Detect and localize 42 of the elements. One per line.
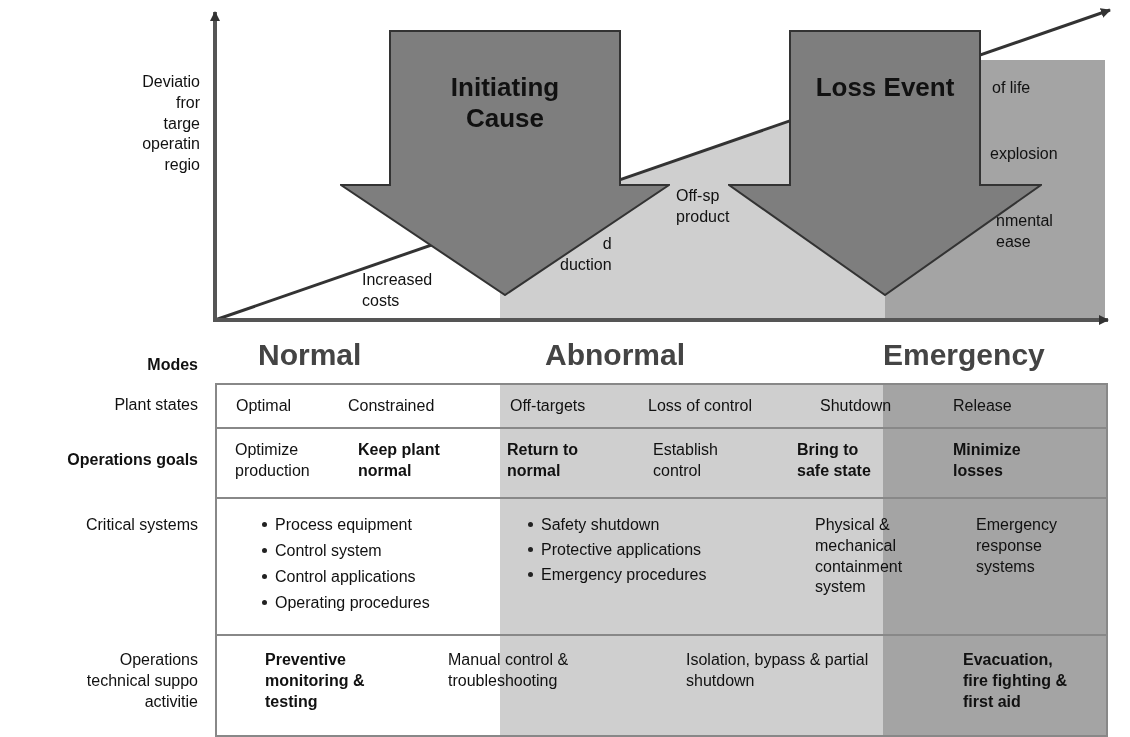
row-heading: Plant states (113, 395, 198, 415)
consequence-label: nmental ease (996, 211, 1053, 252)
row-heading: Critical systems (85, 515, 198, 535)
consequence-label: d duction (560, 234, 612, 275)
axis-label: Deviatio fror targe operatin regio (142, 72, 200, 176)
consequence-label: explosion (990, 144, 1058, 164)
arrow-label: Initiating Cause (449, 72, 561, 135)
table-cell-text: Off-targets (510, 396, 586, 416)
table-cell-text: Preventive monitoring & testing (265, 650, 366, 712)
table-cell-text: Keep plant normal (358, 440, 441, 481)
list-item: Control system (262, 541, 382, 562)
table-cell-text: Release (953, 396, 1012, 416)
consequence-label: Increased costs (362, 270, 433, 311)
table-cell-text: Emergency response systems (976, 515, 1058, 577)
list-item: Safety shutdown (528, 515, 660, 536)
table-cell-text: Manual control & troubleshooting (448, 650, 570, 691)
table-cell-text: Optimal (236, 396, 292, 416)
table-cell-text: Bring to safe state (797, 440, 872, 481)
list-item: Process equipment (262, 515, 412, 536)
consequence-label: Off-sp product (676, 186, 730, 227)
mode-label: Abnormal (545, 337, 685, 373)
table-cell-text: Establish control (653, 440, 719, 481)
list-item: Operating procedures (262, 593, 430, 614)
table-cell-text: Loss of control (648, 396, 753, 416)
table-cell-text: Evacuation, fire fighting & first aid (963, 650, 1068, 712)
table-cell-text: Isolation, bypass & partial shutdown (686, 650, 870, 691)
list-item: Protective applications (528, 540, 702, 561)
consequence-label: of life (992, 78, 1031, 98)
list-item: Control applications (262, 567, 416, 588)
row-heading: Modes (146, 355, 198, 375)
table-cell-text: Optimize production (235, 440, 311, 481)
table-cell-text: Physical & mechanical containment system (815, 515, 904, 598)
table-cell-text: Shutdown (820, 396, 892, 416)
arrow-label: Loss Event (815, 72, 955, 104)
table-cell-text: Return to normal (507, 440, 580, 481)
table-cell-text: Constrained (348, 396, 435, 416)
row-heading: Operations technical suppo activitie (85, 650, 198, 712)
table-cell-text: Minimize losses (953, 440, 1022, 481)
mode-label: Normal (258, 337, 362, 373)
row-heading: Operations goals (66, 450, 198, 470)
list-item: Emergency procedures (528, 565, 707, 586)
mode-label: Emergency (883, 337, 1045, 373)
